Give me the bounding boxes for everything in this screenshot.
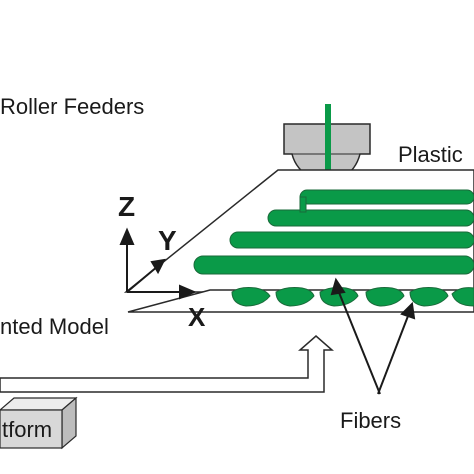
fibers-label: Fibers	[340, 408, 401, 433]
fiber-track-3	[229, 231, 474, 249]
printed-model-label: nted Model	[0, 314, 109, 339]
fiber-tracks	[193, 189, 474, 275]
axes	[119, 227, 197, 300]
axis-x-label: X	[188, 302, 206, 332]
fiber-track-2	[267, 209, 474, 227]
platform-label: tform	[2, 417, 52, 442]
fiber-track-4	[193, 255, 474, 275]
axis-y-label: Y	[158, 225, 177, 256]
fiber-feed-line	[325, 104, 331, 196]
fiber-pointers	[330, 277, 416, 395]
plastic-label: Plastic	[398, 142, 463, 167]
platform-block	[0, 396, 78, 450]
axis-z-label: Z	[118, 191, 135, 222]
fiber-beads	[231, 287, 474, 307]
fiber-track-top	[299, 189, 474, 205]
model-connector-arrow	[0, 335, 334, 393]
roller-feeders-label: Roller Feeders	[0, 94, 144, 119]
fiber-track-connector	[299, 196, 307, 213]
